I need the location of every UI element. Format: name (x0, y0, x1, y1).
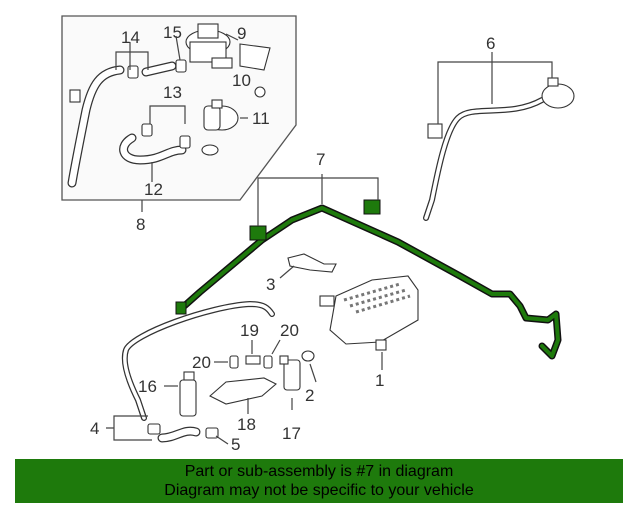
pipe-19 (245, 355, 261, 365)
banner-line-1: Part or sub-assembly is #7 in diagram (184, 463, 454, 480)
callout-10: 10 (232, 71, 251, 90)
callout-17: 17 (282, 424, 301, 443)
bracket-18 (209, 377, 277, 405)
canister-1 (319, 275, 419, 370)
info-banner: Part or sub-assembly is #7 in diagram Di… (15, 459, 623, 503)
pipe-6 (423, 52, 575, 221)
callout-11: 11 (252, 109, 270, 128)
callout-5: 5 (231, 435, 240, 454)
callout-20b: 20 (280, 321, 299, 340)
pipe-7-highlighted (175, 174, 562, 360)
callout-8: 8 (136, 215, 145, 234)
callout-15: 15 (163, 23, 182, 42)
callout-14: 14 (121, 28, 140, 47)
callout-4: 4 (90, 419, 99, 438)
callout-19: 19 (240, 321, 259, 340)
valve-17 (279, 355, 301, 410)
bolt-10 (254, 86, 266, 98)
callout-18: 18 (237, 415, 256, 434)
grommet-2 (301, 350, 315, 362)
callout-6: 6 (486, 34, 495, 53)
callout-13: 13 (163, 83, 182, 102)
callout-1: 1 (375, 371, 384, 390)
clamp-20a (229, 355, 239, 369)
callout-16: 16 (138, 377, 157, 396)
callout-7: 7 (316, 150, 325, 169)
clamp-20b (263, 355, 273, 369)
inset-box-8 (61, 15, 297, 201)
hose-4 (106, 300, 275, 445)
clip-inset (69, 89, 81, 103)
valve-16 (164, 371, 197, 417)
clamp-15 (175, 59, 187, 73)
valve-9 (185, 23, 271, 71)
callout-12: 12 (144, 180, 163, 199)
callout-20a: 20 (192, 353, 211, 372)
callout-2: 2 (305, 386, 314, 405)
bracket-3 (287, 253, 337, 273)
banner-line-2: Diagram may not be specific to your vehi… (164, 482, 474, 499)
callout-3: 3 (266, 275, 275, 294)
valve-11 (203, 99, 239, 131)
callout-9: 9 (237, 24, 246, 43)
